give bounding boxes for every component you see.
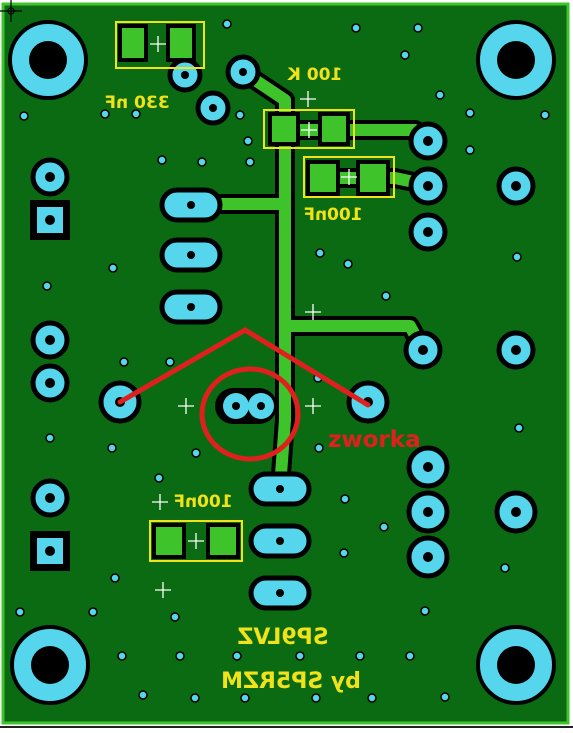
jumper-circle	[199, 366, 301, 462]
label-100nf-bottom: 100nF	[173, 492, 232, 512]
vias	[15, 19, 550, 703]
label-author: by SP5RZM	[221, 669, 361, 694]
jumper-wire-line	[117, 327, 371, 408]
square-pads	[30, 200, 70, 571]
crosshair-marks	[150, 36, 357, 598]
trace-main	[237, 66, 291, 494]
label-100nf-top: 100nF	[303, 205, 362, 225]
crosshair-icon	[0, 0, 22, 22]
jumper-annotation	[117, 327, 371, 462]
label-title: SP9LVZ	[237, 625, 328, 650]
label-zworka: zworka	[328, 427, 421, 453]
smd-100k	[263, 109, 355, 149]
smd-100nf-bottom	[149, 520, 243, 562]
smd-100nf-top	[303, 156, 395, 198]
jumper-pads	[215, 388, 277, 424]
label-100k: 100 K	[287, 65, 342, 85]
label-330nf: 330 nF	[104, 93, 169, 113]
smd-330nf	[115, 21, 205, 69]
round-pads	[30, 54, 538, 579]
smd-components	[115, 21, 395, 562]
mounting-holes	[8, 20, 556, 705]
oval-pads	[159, 187, 312, 611]
